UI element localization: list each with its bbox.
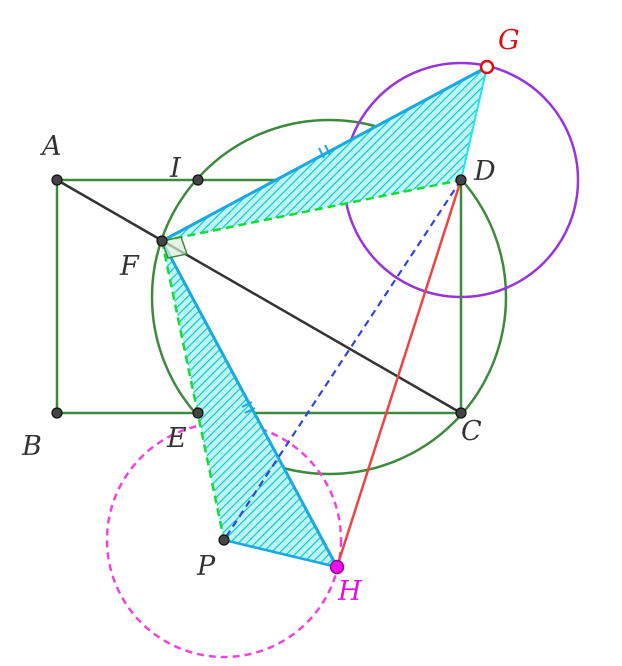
segment-fd [161,178,462,243]
label-g: G [498,25,520,56]
point-e [192,407,204,419]
rectangle-abcd [55,178,463,415]
diagonal-ac [56,178,462,415]
point-c [455,407,467,419]
segment-fg [161,65,488,243]
label-i: I [169,153,182,184]
label-f: F [119,251,140,282]
point-i [192,174,204,186]
point-h [329,559,345,575]
label-a: A [39,131,62,162]
label-c: C [461,416,482,447]
right-angle-marker [161,236,188,259]
point-p [218,534,230,546]
label-e: E [166,423,187,454]
segment-dg [460,66,488,181]
point-d [455,174,467,186]
label-h: H [337,576,362,607]
segment-ph [223,538,338,569]
point-a [51,174,63,186]
big-circle [150,118,508,476]
label-b: B [21,431,42,462]
label-d: D [473,156,496,187]
circle-e [105,421,343,659]
point-b [51,407,63,419]
segment-dp [223,179,462,541]
segment-fp [160,240,226,541]
segment-dh [335,179,463,568]
point-markers [51,174,467,546]
tick-mark-fh [241,401,256,414]
label-p: P [196,551,216,582]
tick-mark-fg [318,144,331,159]
point-g [479,59,495,75]
point-f [156,235,168,247]
